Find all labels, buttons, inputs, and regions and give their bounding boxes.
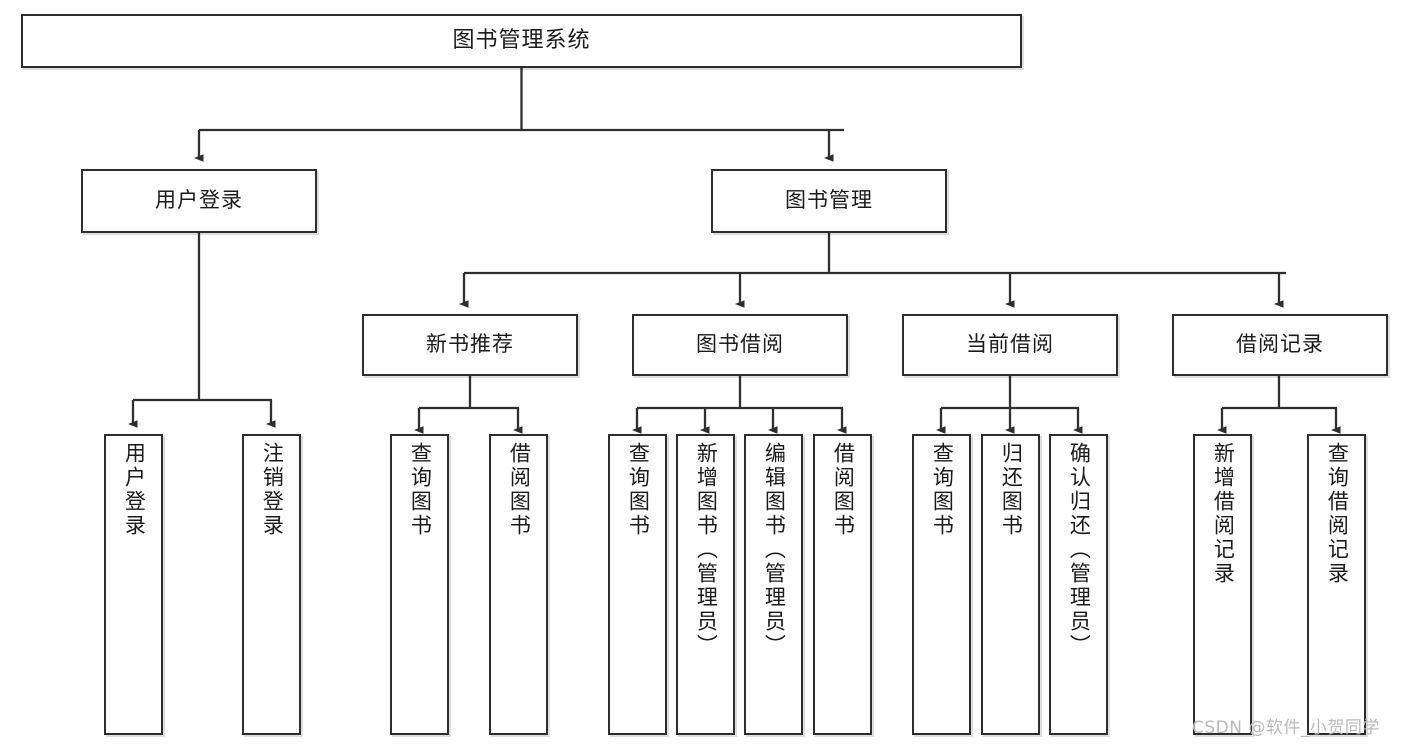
leaf-user-login[interactable]: 用户登录 [104,434,163,735]
leaf-return-books[interactable]: 归还图书 [981,434,1040,735]
node-new-book-recommend[interactable]: 新书推荐 [362,314,578,376]
node-label: 查询借阅记录 [1325,442,1350,586]
node-label: 图书借阅 [696,332,784,357]
node-label: 注销登录 [260,442,285,538]
leaf-logout[interactable]: 注销登录 [242,434,301,735]
node-label: 借阅记录 [1236,332,1324,357]
csdn-watermark: CSDN @软件_小贺同学 [1192,718,1380,738]
node-label: 查询图书 [930,442,955,538]
leaf-edit-book-admin[interactable]: 编辑图书（管理员） [744,434,803,735]
node-label: 编辑图书（管理员） [762,442,787,658]
leaf-query-books-borrow[interactable]: 查询图书 [608,434,667,735]
leaf-add-borrow-record[interactable]: 新增借阅记录 [1193,434,1252,735]
node-label: 图书管理 [785,188,873,213]
node-label: 当前借阅 [966,332,1054,357]
leaf-add-book-admin[interactable]: 新增图书（管理员） [676,434,735,735]
node-label: 用户登录 [155,188,243,213]
leaf-query-books-recommend[interactable]: 查询图书 [390,434,449,735]
leaf-borrow-books[interactable]: 借阅图书 [813,434,872,735]
node-borrow-records[interactable]: 借阅记录 [1172,314,1388,376]
node-label: 新增借阅记录 [1211,442,1236,586]
leaf-borrow-books-recommend[interactable]: 借阅图书 [489,434,548,735]
leaf-query-books-current[interactable]: 查询图书 [912,434,971,735]
node-label: 新增图书（管理员） [694,442,719,658]
node-book-borrow[interactable]: 图书借阅 [632,314,848,376]
node-label: 用户登录 [122,442,147,538]
node-current-borrow[interactable]: 当前借阅 [902,314,1118,376]
node-label: 归还图书 [999,442,1024,538]
node-user-login[interactable]: 用户登录 [81,169,317,233]
node-label: 确认归还（管理员） [1067,442,1092,658]
node-book-management[interactable]: 图书管理 [711,169,947,233]
leaf-confirm-return-admin[interactable]: 确认归还（管理员） [1049,434,1108,735]
node-label: 新书推荐 [426,332,514,357]
node-label: 借阅图书 [507,442,532,538]
node-root-library-system[interactable]: 图书管理系统 [21,14,1022,68]
leaf-query-borrow-record[interactable]: 查询借阅记录 [1307,434,1366,735]
node-label: 借阅图书 [831,442,856,538]
node-label: 查询图书 [626,442,651,538]
node-label: 图书管理系统 [452,27,591,53]
node-label: 查询图书 [408,442,433,538]
